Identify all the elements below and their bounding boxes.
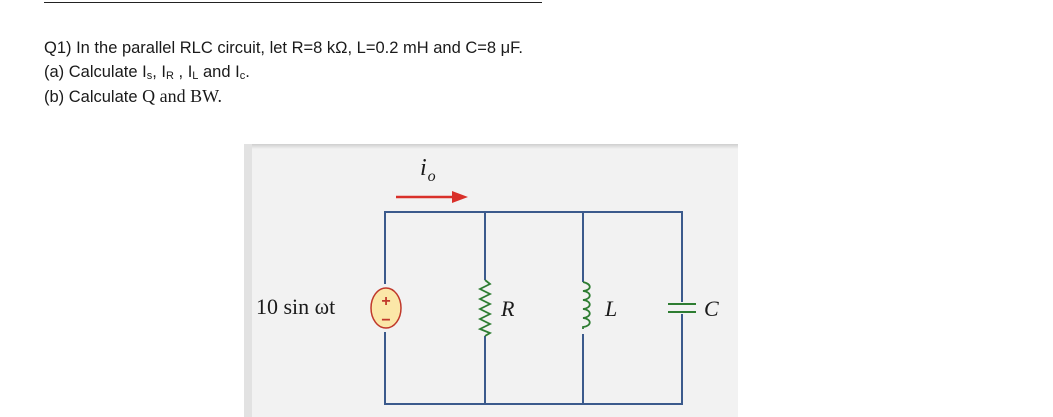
- bw-symbol: BW.: [190, 86, 222, 106]
- question-line-3: (b) Calculate Q and BW.: [44, 84, 523, 108]
- part-b-prefix: (b) Calculate: [44, 88, 143, 106]
- question-text: Q1) In the parallel RLC circuit, let R=8…: [44, 36, 523, 108]
- question-line-2: (a) Calculate Is, IR , IL and Ic.: [44, 60, 523, 84]
- separator: ,: [152, 63, 162, 81]
- resistor-icon: [477, 279, 493, 337]
- current-label: io: [420, 155, 436, 185]
- inductor-label: L: [604, 296, 617, 321]
- subscript-s: s: [146, 70, 153, 82]
- circuit-diagram: io + − 10 sin ωt R L C: [244, 144, 738, 417]
- separator: ,: [173, 63, 188, 81]
- panel-shadow-left: [244, 144, 252, 417]
- current-arrow-icon: [396, 191, 468, 203]
- current-symbol: I: [235, 63, 240, 81]
- and-text: and: [198, 63, 236, 81]
- plus-sign: +: [381, 293, 390, 310]
- capacitor-label: C: [704, 296, 719, 321]
- question-line-1: Q1) In the parallel RLC circuit, let R=8…: [44, 39, 524, 57]
- capacitor-icon: [668, 302, 696, 314]
- part-a-prefix: (a) Calculate: [44, 63, 143, 81]
- inductor-icon: [574, 281, 592, 334]
- panel-shadow: [244, 144, 738, 149]
- subscript-c: c: [239, 70, 246, 82]
- q-symbol: Q: [142, 86, 156, 106]
- current-symbol: I: [142, 63, 147, 81]
- subscript-l: L: [192, 70, 199, 82]
- period: .: [245, 63, 250, 81]
- current-symbol: I: [187, 63, 193, 81]
- and-text: and: [155, 86, 191, 106]
- current-symbol: I: [161, 63, 166, 81]
- source-label: 10 sin ωt: [256, 294, 335, 319]
- top-divider-line: [44, 2, 542, 3]
- voltage-source-icon: + −: [370, 284, 402, 332]
- minus-sign: −: [381, 312, 390, 329]
- resistor-label: R: [500, 296, 515, 321]
- subscript-r: R: [165, 70, 174, 82]
- circuit-figure: io + − 10 sin ωt R L C: [244, 144, 738, 417]
